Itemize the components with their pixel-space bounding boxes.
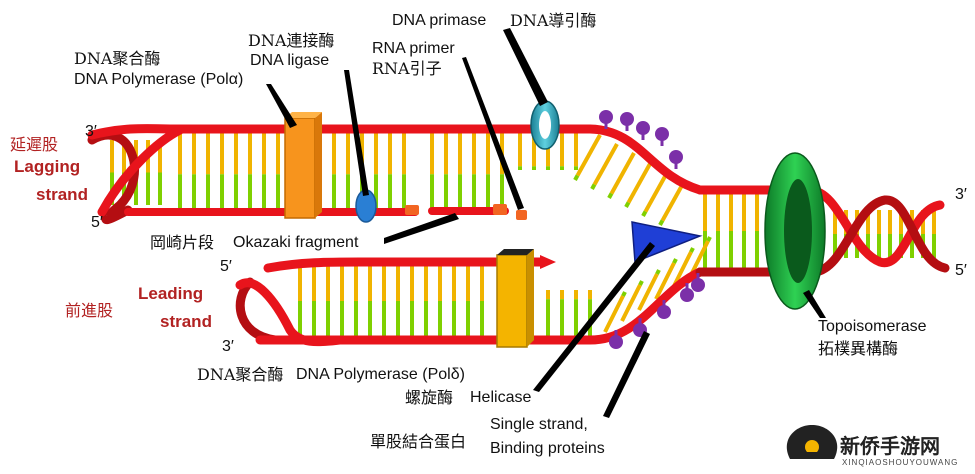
ssb-label-en-2: Binding proteins [490, 440, 605, 457]
leading-template-backbone [255, 267, 805, 345]
pointer-helicase [533, 242, 655, 392]
pol-delta-label-en: DNA Polymerase (Polδ) [296, 366, 465, 383]
rna-primers [405, 204, 527, 220]
helicase-label-en: Helicase [470, 389, 532, 406]
base-pair-half [658, 219, 665, 226]
base-pair-half [689, 247, 695, 253]
leading-5-prime: 5′ [220, 258, 232, 275]
right-5-prime: 5′ [955, 262, 967, 279]
leading-strand [235, 255, 805, 347]
helicase-label-cn: 螺旋酶 [405, 388, 454, 407]
single-strand-binding-proteins [599, 110, 705, 349]
ssb-protein [620, 112, 634, 131]
leading-3-prime: 3′ [222, 338, 234, 355]
base-pair-half [573, 174, 580, 181]
ssb-label-cn: 單股結合蛋白 [370, 432, 467, 451]
pointer-primase [503, 28, 548, 106]
base-pair-half [603, 295, 625, 333]
base-pair-half [637, 273, 659, 311]
lagging-5-prime: 5′ [91, 214, 103, 231]
ssb-protein [636, 121, 650, 140]
watermark-url: XINQIAOSHOUYOUWANG [842, 458, 959, 467]
base-pair-half [626, 161, 653, 204]
pol-alpha-label-cn: DNA聚合酶 [74, 49, 161, 68]
lagging-template-backbone [87, 124, 805, 195]
topo-label-cn: 拓樸異構酶 [818, 339, 899, 358]
base-pair-half [643, 170, 670, 213]
base-pair-half [620, 284, 642, 322]
okazaki-label-cn: 岡崎片段 [150, 233, 215, 252]
primer-label-cn: RNA引子 [372, 59, 442, 78]
pointer-pol-alpha [266, 84, 297, 128]
parental-top-backbone [695, 185, 945, 268]
leading-new-backbone [263, 257, 545, 273]
base-pair-half [641, 210, 648, 217]
ssb-protein [655, 127, 669, 146]
ssb-protein [599, 110, 613, 129]
base-pair-half [672, 258, 678, 264]
primase-label-cn: DNA導引酶 [510, 11, 597, 30]
ssb-protein [669, 150, 683, 169]
leading-strand-en-2: strand [160, 312, 212, 331]
base-pair-half [624, 201, 631, 208]
leading-new-arrowhead [540, 255, 556, 269]
base-pair-half [654, 262, 676, 300]
pol-delta-enzyme [496, 249, 534, 348]
watermark-name: 新侨手游网 [840, 434, 940, 458]
pol-delta-label-cn: DNA聚合酶 [197, 365, 284, 384]
pointer-primer [462, 57, 524, 210]
base-pair-half [575, 134, 602, 177]
ligase-label-cn: DNA連接酶 [248, 31, 335, 50]
base-pair-half [607, 192, 614, 199]
pol-alpha-label-en: DNA Polymerase (Polα) [74, 71, 244, 88]
ssb-protein [657, 300, 671, 319]
right-3-prime: 3′ [955, 186, 967, 203]
ligase-label-en: DNA ligase [250, 52, 330, 69]
base-pair-half [590, 183, 597, 190]
ssb-protein [609, 330, 623, 349]
base-pair-half [706, 236, 712, 242]
leading-helix-front [235, 278, 345, 347]
topoisomerase-enzyme [764, 152, 826, 310]
primase-enzyme [530, 100, 560, 150]
watermark-logo [786, 425, 838, 459]
okazaki-label-en: Okazaki fragment [233, 234, 359, 251]
pol-alpha-enzyme [284, 112, 322, 219]
base-pair-half [621, 291, 627, 297]
pointer-lines [266, 28, 826, 418]
lagging-strand-en-2: strand [36, 185, 88, 204]
primase-label-en: DNA primase [392, 12, 487, 29]
ssb-protein [680, 283, 694, 302]
pointer-ssb [603, 331, 650, 418]
leading-strand-cn: 前進股 [65, 301, 114, 320]
base-pair-half [609, 152, 636, 195]
topo-label-en: Topoisomerase [818, 318, 927, 335]
lagging-helix-front [97, 125, 185, 217]
lagging-3-prime: 3′ [85, 123, 97, 140]
lagging-helix-back [87, 130, 139, 224]
lagging-strand-cn: 延遲股 [10, 135, 59, 154]
parental-helix [695, 185, 950, 277]
base-pair-half [655, 269, 661, 275]
base-pair-half [592, 143, 619, 186]
ssb-protein [691, 273, 705, 292]
base-pair-half [638, 280, 644, 286]
ssb-label-en-1: Single strand, [490, 416, 588, 433]
pointer-okazaki [384, 213, 459, 244]
pointer-ligase [344, 70, 369, 196]
lagging-strand-en-1: Lagging [14, 157, 81, 176]
primer-label-en: RNA primer [372, 40, 455, 57]
pointer-topo [803, 290, 826, 318]
leading-strand-en-1: Leading [138, 284, 204, 303]
parental-bottom-backbone [695, 195, 950, 277]
